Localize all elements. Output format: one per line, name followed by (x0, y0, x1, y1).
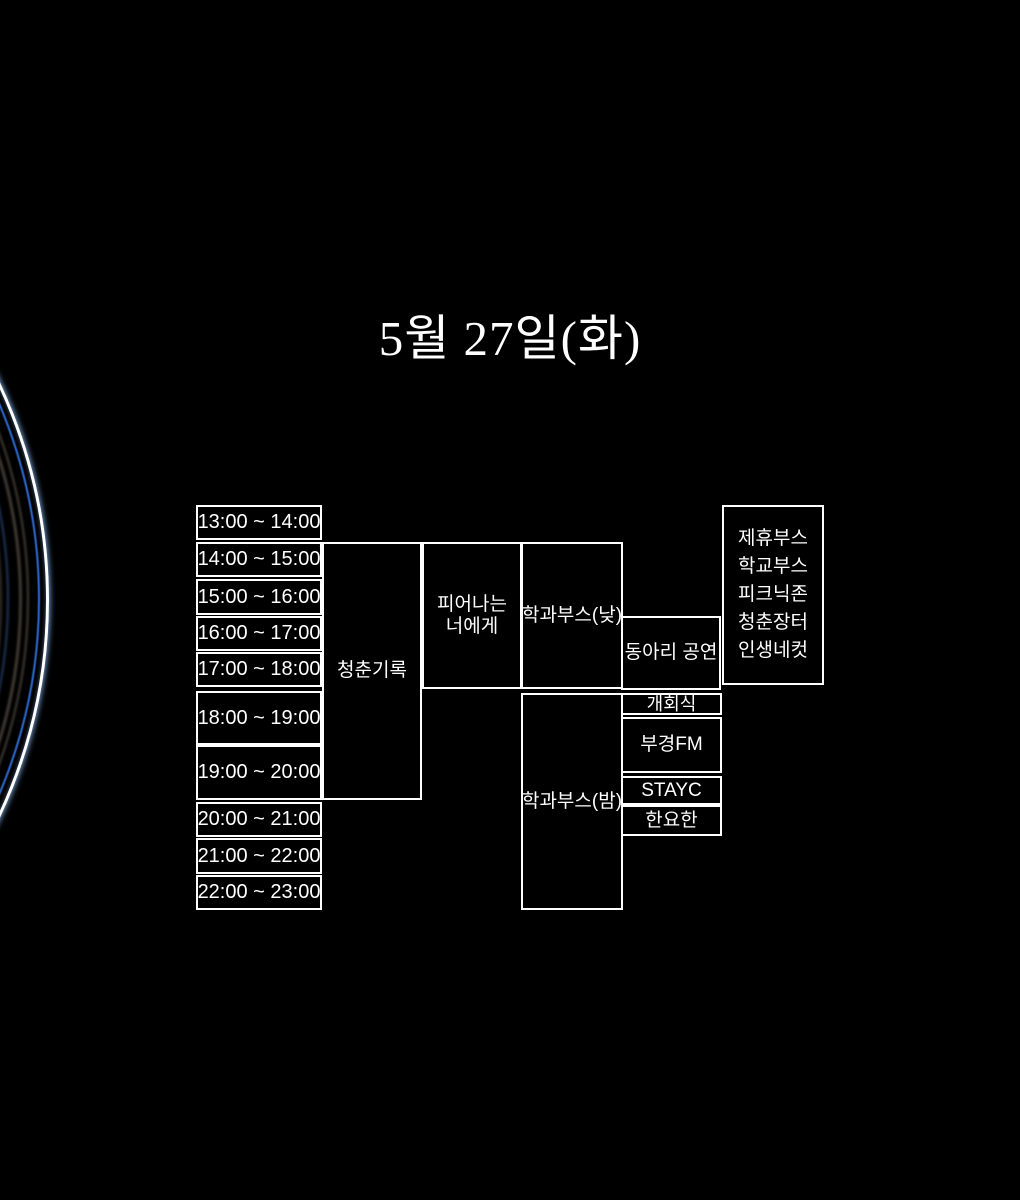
event-bukyeong-fm: 부경FM (621, 717, 722, 773)
event-dept-booth-night: 학과부스(밤) (521, 693, 623, 910)
vinyl-ring-decoration (0, 110, 29, 1088)
event-club-performance: 동아리 공연 (621, 616, 721, 690)
booth-list-item: 학교부스 (738, 556, 808, 577)
time-slot-14-15: 14:00 ~ 15:00 (196, 542, 322, 577)
booth-list-item: 인생네컷 (738, 640, 808, 661)
time-slot-21-22: 21:00 ~ 22:00 (196, 838, 322, 874)
time-slot-16-17: 16:00 ~ 17:00 (196, 616, 322, 651)
time-slot-22-23: 22:00 ~ 23:00 (196, 875, 322, 910)
vinyl-ring-decoration (0, 99, 40, 1099)
event-stayc: STAYC (621, 776, 722, 805)
vinyl-ring-decoration (0, 119, 22, 1081)
time-slot-13-14: 13:00 ~ 14:00 (196, 505, 322, 540)
event-chungchun-girok: 청춘기록 (322, 542, 422, 800)
time-slot-20-21: 20:00 ~ 21:00 (196, 802, 322, 837)
time-slot-19-20: 19:00 ~ 20:00 (196, 745, 322, 800)
event-label-line: 너에게 (445, 615, 499, 637)
time-slot-18-19: 18:00 ~ 19:00 (196, 691, 322, 745)
vinyl-ring-decoration (0, 139, 2, 1061)
side-booth-list: 제휴부스 학교부스 피크닉존 청춘장터 인생네컷 (722, 505, 824, 685)
booth-list-item: 피크닉존 (738, 584, 808, 605)
vinyl-ring-decoration (0, 130, 9, 1068)
event-opening-ceremony: 개회식 (621, 693, 722, 715)
vinyl-ring-decoration (0, 92, 49, 1108)
event-han-yohan: 한요한 (621, 805, 722, 836)
time-slot-17-18: 17:00 ~ 18:00 (196, 652, 322, 687)
booth-list-item: 청춘장터 (738, 612, 808, 633)
page-title: 5월 27일(화) (378, 311, 642, 366)
event-dept-booth-day: 학과부스(낮) (521, 542, 623, 689)
event-label-line: 피어나는 (437, 593, 507, 615)
event-pieonaneun-neoege: 피어나는 너에게 (422, 542, 522, 689)
booth-list-item: 제휴부스 (738, 528, 808, 549)
time-slot-15-16: 15:00 ~ 16:00 (196, 579, 322, 615)
